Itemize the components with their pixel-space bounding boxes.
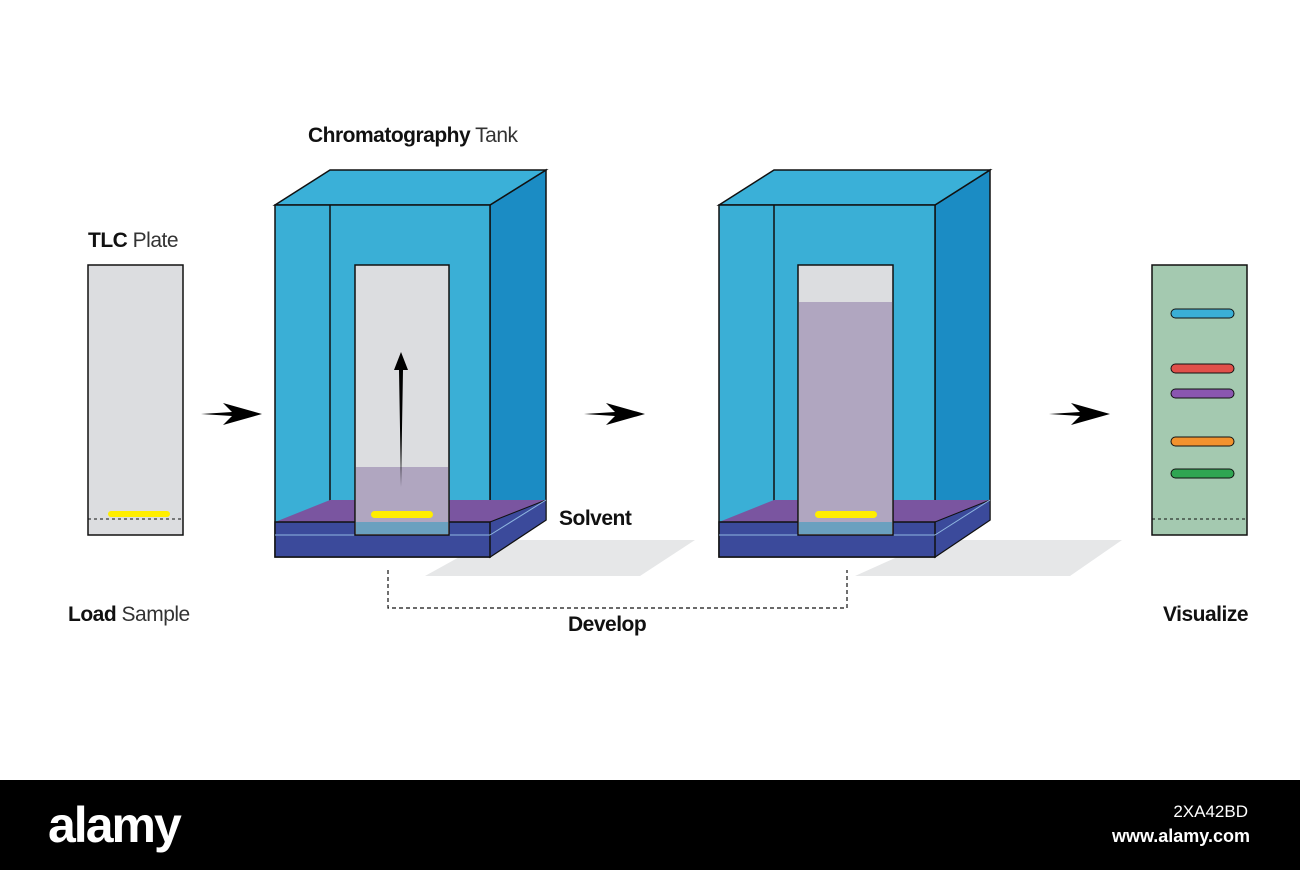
solvent-front-top [799,302,892,522]
develop-label: Develop [568,613,647,636]
tlc-plate-label: TLC Plate [88,229,179,252]
load-sample-label: Load Sample [68,603,190,626]
chromatography-tank-developed [716,168,1122,576]
chromatography-tank-start [272,168,695,576]
band-blue [1170,308,1235,319]
band-red [1170,363,1235,374]
tlc-plate-visualized [1151,264,1248,536]
tlc-plate-load [87,264,184,536]
alamy-logo: alamy [48,797,182,853]
sample-spot [371,511,433,518]
band-purple [1170,388,1235,399]
arrow-up-icon [394,352,408,487]
image-id: 2XA42BD [1173,802,1248,821]
arrow-right-icon [1049,403,1110,425]
arrow-right-icon [584,403,645,425]
band-green [1170,468,1235,479]
watermark-footer: alamy 2XA42BD www.alamy.com [0,780,1300,870]
chromatography-tank-label: Chromatography Tank [308,124,518,147]
sample-spot [108,511,170,517]
solvent-label: Solvent [559,507,632,530]
visualize-label: Visualize [1163,603,1249,626]
develop-bracket [387,570,848,609]
arrow-right-icon [201,403,262,425]
band-orange [1170,436,1235,447]
sample-spot [815,511,877,518]
tlc-diagram [87,168,1248,609]
site-url: www.alamy.com [1111,826,1250,846]
